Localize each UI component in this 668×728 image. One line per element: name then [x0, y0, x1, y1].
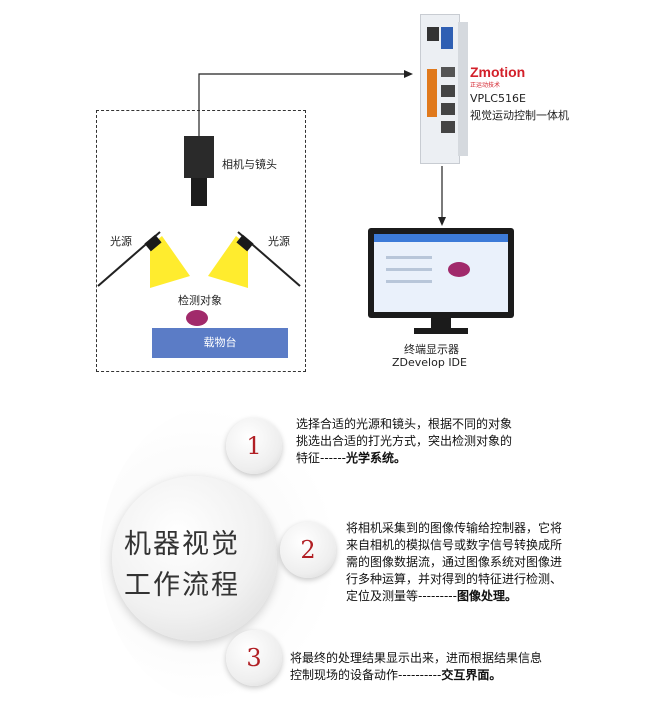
step-2-highlight: 图像处理。 — [456, 589, 517, 603]
connector-lines — [97, 70, 446, 288]
controller-side — [458, 22, 468, 156]
workflow-title-line2: 工作流程 — [124, 570, 240, 601]
step-2-description: 将相机采集到的图像传输给控制器，它将 来自相机的模拟信号或数字信号转换成所 需的… — [346, 521, 563, 603]
inspection-area-frame — [96, 110, 306, 372]
monitor-stand — [431, 318, 451, 328]
object-label: 检测对象 — [178, 294, 222, 307]
step-number-badge: 3 — [226, 630, 282, 686]
inspected-object — [186, 310, 208, 326]
monitor-base — [414, 328, 468, 334]
light-left-label: 光源 — [110, 235, 132, 248]
camera-label: 相机与镜头 — [222, 158, 277, 171]
controller-device-icon — [420, 14, 460, 164]
step-1-highlight: 光学系统。 — [345, 451, 406, 465]
stage: 载物台 — [152, 328, 288, 358]
screen-object — [448, 262, 470, 277]
controller-model: VPLC516E — [470, 92, 526, 105]
workflow-hub-circle — [112, 476, 277, 641]
camera-icon — [184, 136, 214, 178]
light-right-label: 光源 — [268, 235, 290, 248]
screen-line — [386, 256, 432, 259]
screen-line — [386, 280, 432, 283]
light-right-icon — [208, 231, 301, 288]
brand-logo: Zmotion — [470, 64, 526, 80]
screen-line — [386, 268, 432, 271]
step-number-badge: 2 — [280, 522, 336, 578]
workflow-title-line1: 机器视觉 — [124, 529, 240, 560]
step-1-description: 选择合适的光源和镜头，根据不同的对象 挑选出合适的打光方式，突出检测对象的 特征… — [296, 417, 513, 465]
monitor-titlebar — [374, 234, 508, 242]
brand-subtitle: 正运动技术 — [470, 82, 501, 89]
controller-description: 视觉运动控制一体机 — [470, 109, 569, 122]
lens-icon — [191, 178, 207, 206]
step-3-description: 将最终的处理结果显示出来，进而根据结果信息 控制现场的设备动作---------… — [290, 651, 543, 682]
step-3-highlight: 交互界面。 — [441, 668, 502, 682]
display-label: 终端显示器 — [404, 343, 459, 356]
display-software: ZDevelop IDE — [392, 356, 467, 369]
monitor-screen — [374, 234, 508, 312]
light-left-icon — [97, 231, 190, 288]
step-number-badge: 1 — [226, 418, 282, 474]
